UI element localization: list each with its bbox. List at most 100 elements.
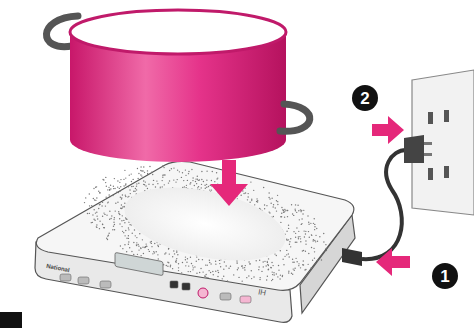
plate-speckle [268, 269, 269, 270]
plate-speckle [137, 168, 138, 169]
plate-speckle [207, 277, 208, 278]
plate-speckle [195, 181, 196, 182]
plate-speckle [121, 204, 122, 205]
plate-speckle [325, 248, 326, 249]
plate-speckle [175, 181, 176, 182]
plate-speckle [280, 274, 281, 275]
plate-speckle [314, 229, 315, 230]
plate-speckle [114, 217, 115, 218]
plate-speckle [113, 219, 114, 220]
plate-speckle [136, 185, 137, 186]
plate-speckle [136, 183, 137, 184]
plate-speckle [192, 180, 193, 181]
plate-speckle [251, 200, 252, 201]
plate-speckle [136, 244, 137, 245]
plate-speckle [315, 235, 316, 236]
plate-speckle [108, 235, 109, 236]
plate-speckle [206, 184, 207, 185]
plate-speckle [193, 267, 194, 268]
plate-speckle [208, 270, 209, 271]
plate-speckle [131, 181, 132, 182]
plate-speckle [244, 269, 245, 270]
plate-speckle [132, 179, 133, 180]
plate-speckle [105, 205, 106, 206]
plate-speckle [201, 187, 202, 188]
plate-speckle [199, 179, 200, 180]
plate-speckle [245, 265, 246, 266]
plate-speckle [196, 260, 197, 261]
plate-speckle [271, 198, 272, 199]
plate-speckle [122, 194, 123, 195]
plate-speckle [192, 269, 193, 270]
plate-speckle [300, 211, 301, 212]
plate-speckle [197, 176, 198, 177]
plate-speckle [284, 256, 285, 257]
plate-speckle [129, 174, 130, 175]
plate-speckle [307, 264, 308, 265]
plate-speckle [117, 180, 118, 181]
plate-speckle [217, 177, 218, 178]
plate-speckle [304, 236, 305, 237]
plate-speckle [295, 204, 296, 205]
plate-speckle [209, 189, 210, 190]
plate-speckle [256, 198, 257, 199]
plate-speckle [191, 263, 192, 264]
plate-speckle [172, 256, 173, 257]
plate-speckle [309, 237, 310, 238]
plate-speckle [244, 267, 245, 268]
plate-speckle [292, 259, 293, 260]
plate-speckle [253, 276, 254, 277]
plate-speckle [211, 189, 212, 190]
plate-speckle [222, 278, 223, 279]
plate-speckle [147, 173, 148, 174]
plate-speckle [101, 205, 102, 206]
plate-speckle [136, 189, 137, 190]
plate-speckle [98, 208, 99, 209]
plate-speckle [164, 184, 165, 185]
plate-speckle [206, 179, 207, 180]
plate-speckle [185, 169, 186, 170]
plate-speckle [192, 265, 193, 266]
plate-speckle [108, 233, 109, 234]
plate-speckle [120, 208, 121, 209]
plate-speckle [107, 235, 108, 236]
plate-speckle [177, 179, 178, 180]
plate-speckle [312, 260, 313, 261]
plate-speckle [121, 220, 122, 221]
plate-speckle [93, 188, 94, 189]
plate-speckle [106, 186, 107, 187]
plate-speckle [266, 279, 267, 280]
plate-speckle [282, 275, 283, 276]
plate-speckle [250, 181, 251, 182]
plate-speckle [290, 246, 291, 247]
plate-speckle [176, 258, 177, 259]
plate-speckle [261, 271, 262, 272]
plate-speckle [264, 204, 265, 205]
plate-speckle [302, 250, 303, 251]
plate-speckle [288, 253, 289, 254]
plate-speckle [99, 204, 100, 205]
plate-speckle [186, 262, 187, 263]
plate-speckle [204, 276, 205, 277]
plate-speckle [127, 196, 128, 197]
plate-speckle [314, 251, 315, 252]
plate-speckle [120, 245, 121, 246]
plate-speckle [143, 184, 144, 185]
plate-speckle [196, 183, 197, 184]
plate-speckle [316, 228, 317, 229]
plate-speckle [144, 172, 145, 173]
plate-speckle [262, 261, 263, 262]
plate-speckle [233, 274, 234, 275]
plate-speckle [194, 266, 195, 267]
plate-speckle [303, 210, 304, 211]
plate-speckle [296, 212, 297, 213]
plate-speckle [148, 249, 149, 250]
plate-speckle [96, 224, 97, 225]
plate-speckle [164, 253, 165, 254]
plate-speckle [223, 269, 224, 270]
plate-speckle [296, 241, 297, 242]
plate-speckle [175, 261, 176, 262]
plate-speckle [298, 231, 299, 232]
plate-speckle [194, 185, 195, 186]
plate-speckle [146, 246, 147, 247]
